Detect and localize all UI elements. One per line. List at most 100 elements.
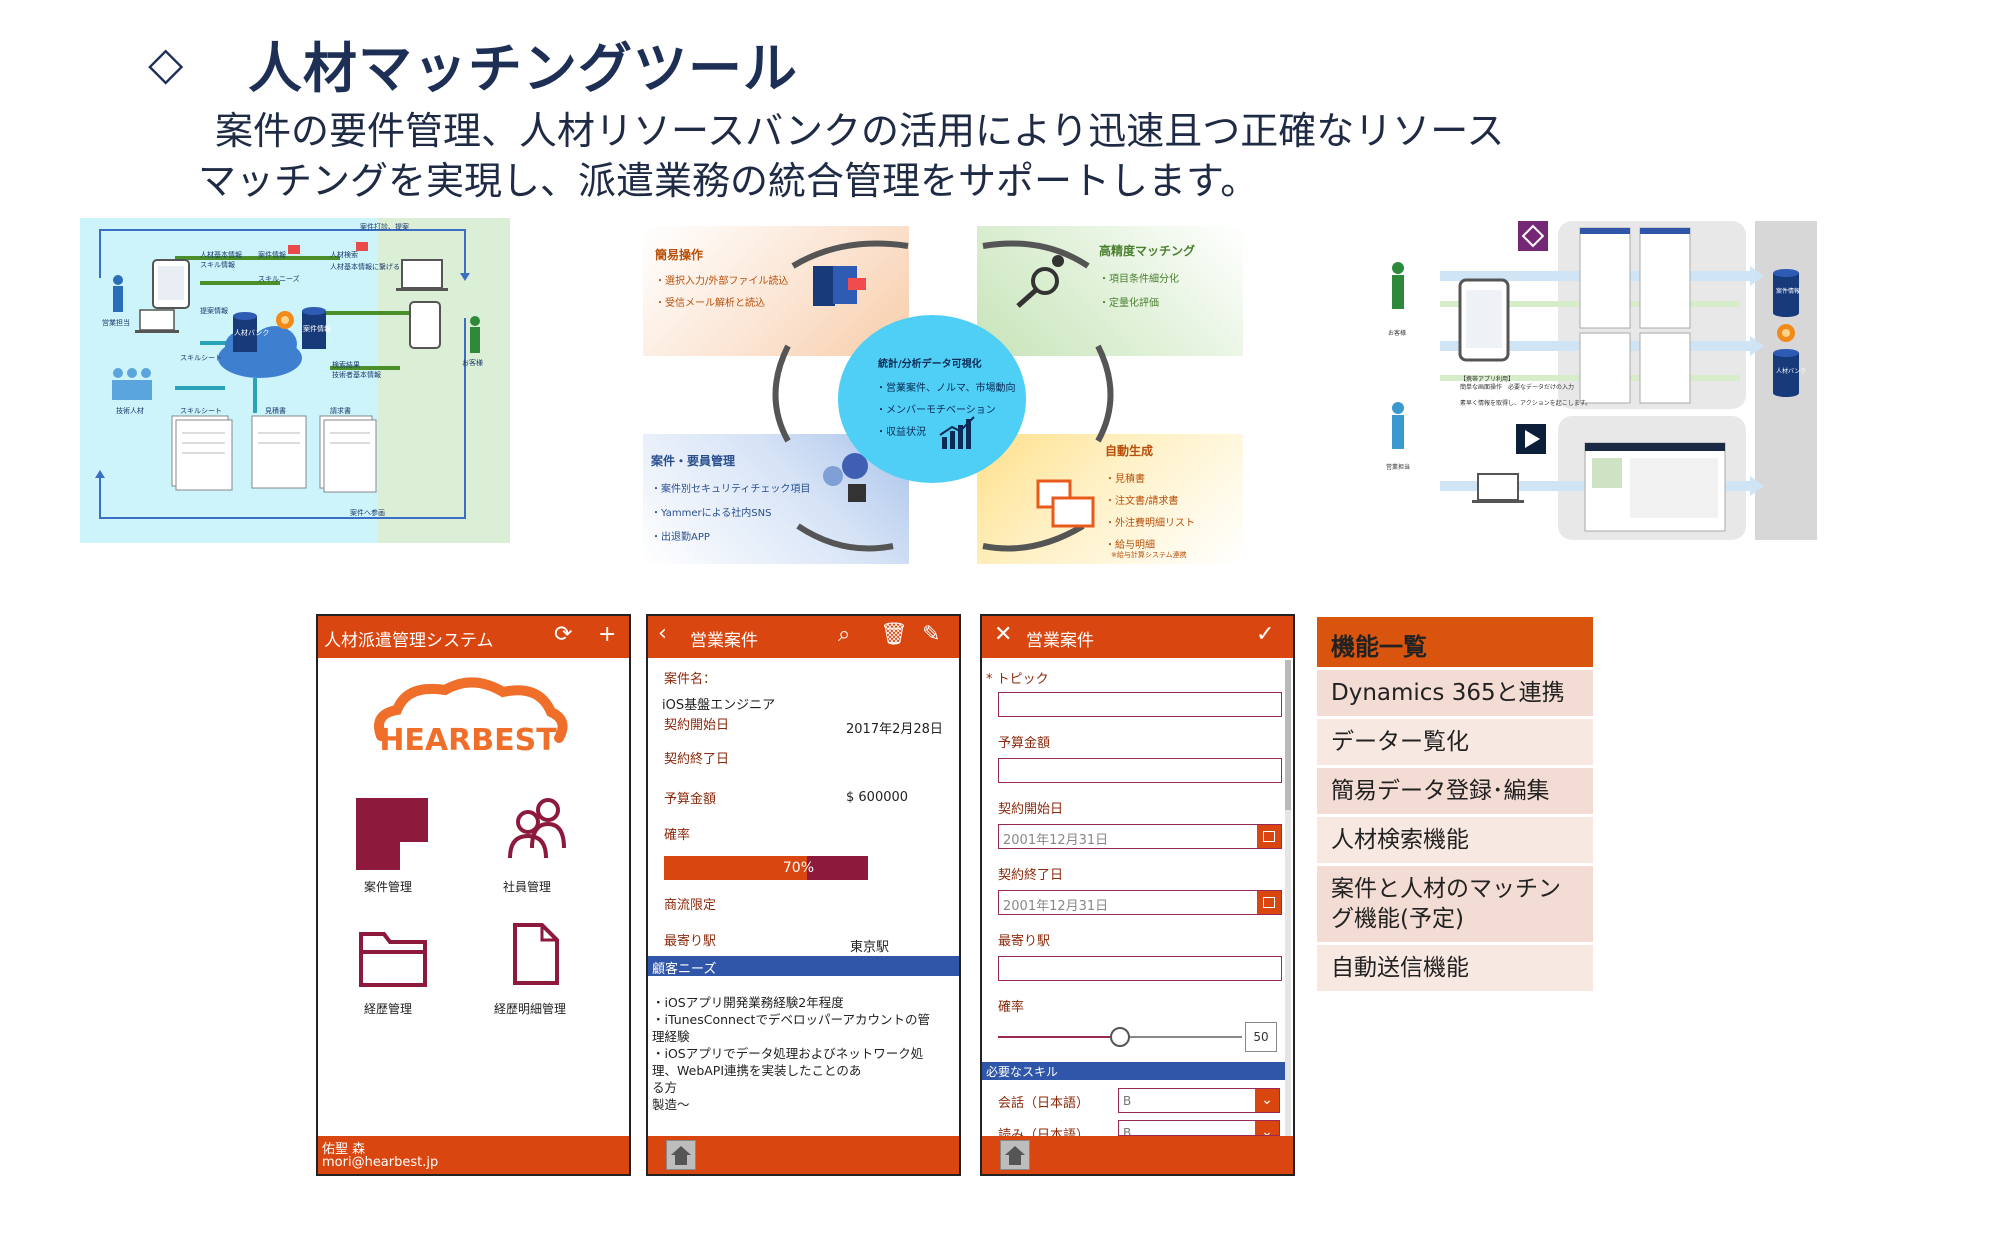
logo-text: HEARBEST xyxy=(379,723,557,758)
label-case-info-db: 案件情報 xyxy=(303,325,331,333)
scrollbar[interactable] xyxy=(1285,660,1291,1140)
career-detail-tile[interactable] xyxy=(512,922,560,986)
quadrant-head: 自動生成 xyxy=(1105,444,1154,458)
center-analytics: 統計/分析データ可視化 ・営業案件、ノルマ、市場動向 ・メンバーモチベーション … xyxy=(838,315,1026,483)
center-item: ・メンバーモチベーション xyxy=(876,405,996,416)
note-line-1: 【携帯アプリ利用】 xyxy=(1460,376,1515,383)
db-hr-bank: 人材バンク xyxy=(1776,368,1807,375)
calendar-icon-box xyxy=(1263,831,1275,842)
case-name-label: 案件名： xyxy=(664,672,717,687)
needs-line: ・iTunesConnectでデベロッパーアカウントの管 xyxy=(652,1012,930,1027)
home-icon xyxy=(671,1146,691,1155)
budget-value: $ 600000 xyxy=(846,790,909,805)
quadrant-note: ※給与計算システム連携 xyxy=(1111,551,1187,559)
employee-management-tile[interactable] xyxy=(504,796,568,860)
quadrant-item: ・外注費明細リスト xyxy=(1105,518,1195,529)
workflow-arrows xyxy=(95,229,480,519)
case-name-value: iOS基盤エンジニア xyxy=(662,698,776,713)
feature-item: 人材検索機能 xyxy=(1317,814,1593,863)
budget-input[interactable] xyxy=(998,758,1282,783)
app-header: ✕ 営業案件 ✓ xyxy=(982,616,1293,658)
start-date-label: 契約開始日 xyxy=(664,718,730,733)
station-label: 最寄り駅 xyxy=(998,934,1051,949)
skill2-select[interactable]: B ⌄ xyxy=(1118,1120,1280,1136)
refresh-icon[interactable]: ⟳ xyxy=(554,622,573,647)
label-tech-staff: 技術人材 xyxy=(116,407,144,415)
career-management-tile[interactable] xyxy=(358,928,428,988)
needs-line: 理、WebAPI連携を実装したことのあ xyxy=(652,1063,862,1078)
hearbest-logo: HEARBEST xyxy=(374,677,568,758)
channel-label: 商流限定 xyxy=(664,898,717,913)
quadrant-item: ・注文書/請求書 xyxy=(1105,496,1179,507)
label-case-info: 案件情報 xyxy=(258,251,286,259)
note-line-2: 簡単な画面操作 必要なデータだけの入力 xyxy=(1460,384,1575,391)
feature-item: 簡易データ登録･編集 xyxy=(1317,765,1593,814)
slider-thumb[interactable] xyxy=(1110,1027,1130,1047)
feature-list: 機能一覧 Dynamics 365と連携 データー覧化 簡易データ登録･編集 人… xyxy=(1317,617,1593,991)
feature-item: データー覧化 xyxy=(1317,716,1593,765)
user-email: mori@hearbest.jp xyxy=(322,1155,439,1170)
label-sales-staff: 営業担当 xyxy=(102,319,130,327)
probability-value[interactable]: 50 xyxy=(1245,1022,1277,1052)
label-sales: 営業担当 xyxy=(1386,464,1411,471)
start-date-label: 契約開始日 xyxy=(998,802,1064,817)
calendar-icon[interactable] xyxy=(1257,891,1281,914)
probability-slider[interactable] xyxy=(998,1027,1242,1047)
end-date-label: 契約終了日 xyxy=(664,752,730,767)
needs-line: 理経験 xyxy=(652,1029,690,1044)
add-icon[interactable]: + xyxy=(598,622,617,647)
scrollbar-thumb[interactable] xyxy=(1285,660,1291,810)
close-icon[interactable]: ✕ xyxy=(994,622,1013,647)
center-item: ・営業案件、ノルマ、市場動向 xyxy=(876,383,1016,394)
home-button[interactable] xyxy=(666,1140,696,1170)
delete-icon[interactable]: 🗑 xyxy=(880,622,908,647)
subtitle-line-2: マッチングを実現し、派遣業務の統合管理をサポートします。 xyxy=(198,159,1259,203)
needs-line: る方 xyxy=(652,1080,678,1095)
chevron-down-icon[interactable]: ⌄ xyxy=(1255,1089,1279,1112)
label-customer: お客様 xyxy=(462,359,483,367)
customer-needs-text: ・iOSアプリ開発業務経験2年程度 ・iTunesConnectでデベロッパーア… xyxy=(652,994,957,1113)
end-date-value: 2001年12月31日 xyxy=(1003,899,1109,914)
feature-item: Dynamics 365と連携 xyxy=(1317,667,1593,716)
topic-input[interactable] xyxy=(998,692,1282,717)
users-icon xyxy=(508,798,566,859)
quadrant-item: ・出退勤APP xyxy=(651,532,710,543)
check-icon[interactable]: ✓ xyxy=(1256,622,1275,647)
label-customer: お客様 xyxy=(1388,330,1407,337)
architecture-diagram: お客様 営業担当 【携帯アプリ利用】 簡単な画面操作 必要なデータだけの入力 素… xyxy=(1380,218,1820,543)
budget-label: 予算金額 xyxy=(998,736,1051,751)
diamond-icon: ◇ xyxy=(148,36,184,90)
edit-icon[interactable]: ✎ xyxy=(922,622,941,647)
label-proposal-info: 提案情報 xyxy=(200,307,228,315)
chevron-down-icon[interactable]: ⌄ xyxy=(1255,1121,1279,1135)
home-button[interactable] xyxy=(1000,1140,1030,1170)
calendar-icon-box xyxy=(1263,897,1275,908)
chart-icon xyxy=(939,416,975,449)
quadrant-item: ・定量化評価 xyxy=(1099,298,1159,309)
subtitle-line-1: 案件の要件管理、人材リソースバンクの活用により迅速且つ正確なリソース xyxy=(215,109,1505,153)
probability-label: 確率 xyxy=(664,828,691,843)
end-date-picker[interactable]: 2001年12月31日 xyxy=(998,890,1282,915)
slider-fill xyxy=(998,1036,1120,1038)
home-icon-body xyxy=(675,1155,687,1165)
skill1-select[interactable]: B ⌄ xyxy=(1118,1088,1280,1113)
phone-case-detail: ‹ 営業案件 ⌕ 🗑 ✎ 案件名： iOS基盤エンジニア 契約開始日 2017年… xyxy=(646,614,961,1176)
user-footer: 佑聖 森 mori@hearbest.jp xyxy=(318,1136,629,1174)
probability-bar: 70% xyxy=(664,856,868,880)
folder-icon xyxy=(359,932,427,987)
center-item: ・収益状況 xyxy=(876,427,926,438)
station-input[interactable] xyxy=(998,956,1282,981)
quadrant-item: ・給与明細 xyxy=(1105,540,1155,551)
calendar-icon[interactable] xyxy=(1257,825,1281,848)
case-management-tile[interactable] xyxy=(356,798,428,870)
phone-home-screen: 人材派遣管理システム ⟳ + HEARBEST 案件管理 社員管理 経歴管理 xyxy=(316,614,631,1176)
search-icon[interactable]: ⌕ xyxy=(838,622,851,647)
user-name: 佑聖 森 xyxy=(322,1142,366,1157)
back-icon[interactable]: ‹ xyxy=(658,621,667,646)
needs-line: ・iOSアプリでデータ処理およびネットワーク処 xyxy=(652,1046,924,1061)
app-header: ‹ 営業案件 ⌕ 🗑 ✎ xyxy=(648,616,959,658)
start-date-picker[interactable]: 2001年12月31日 xyxy=(998,824,1282,849)
probability-fill xyxy=(664,856,807,880)
label-skill-sheet: スキルシート xyxy=(180,354,222,362)
probability-label: 確率 xyxy=(998,1000,1025,1015)
